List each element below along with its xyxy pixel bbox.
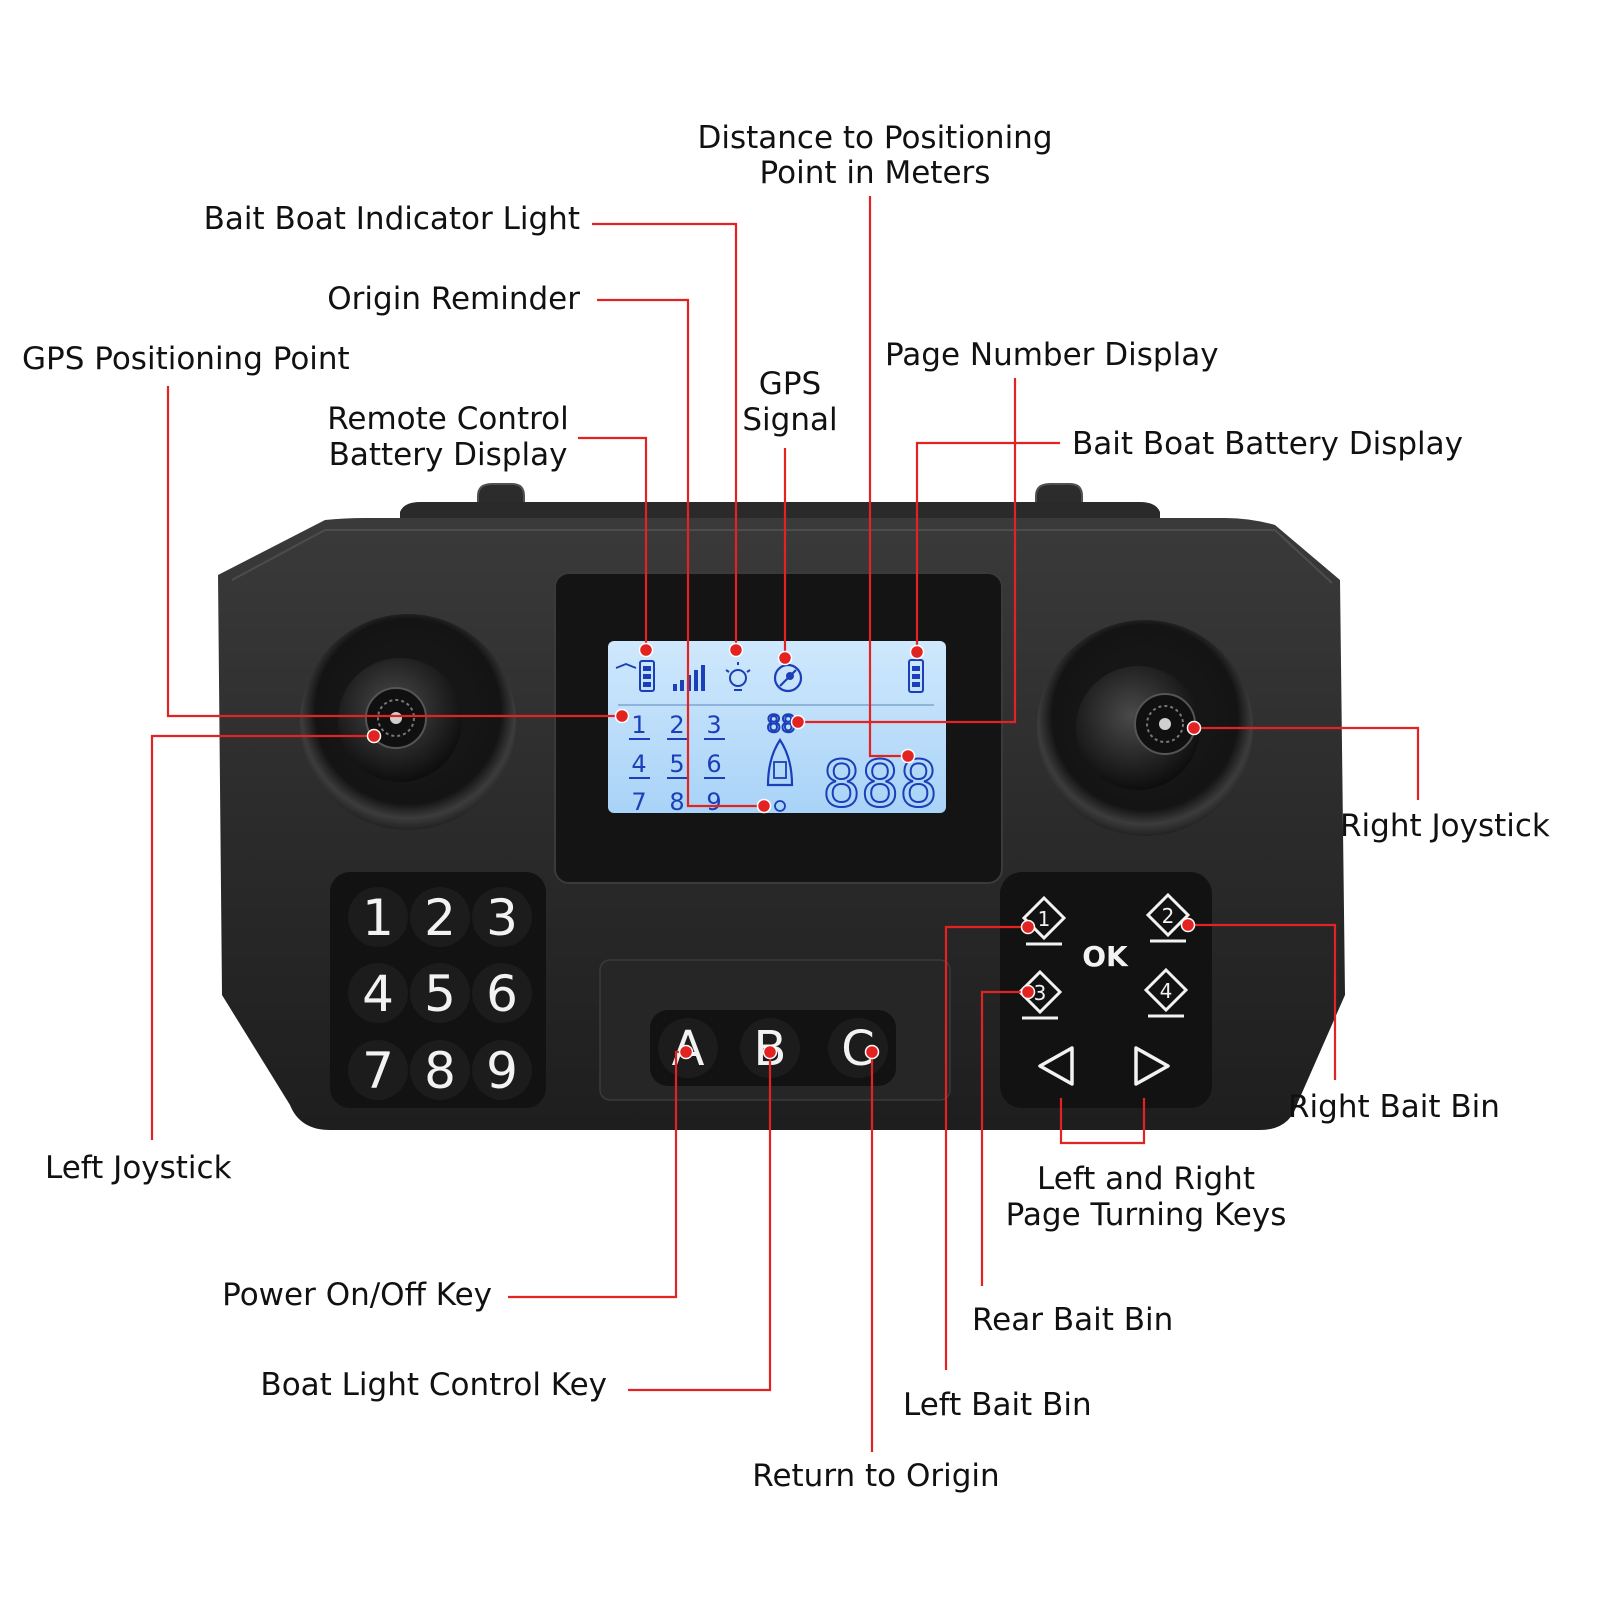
label-distance-line1: Distance to Positioning — [697, 120, 1052, 156]
page-left-key[interactable] — [1038, 1046, 1074, 1086]
label-boat-battery: Bait Boat Battery Display — [1072, 426, 1463, 462]
ok-key[interactable]: OK — [1082, 940, 1129, 973]
key-c-return[interactable]: C — [828, 1018, 888, 1078]
label-right-joystick: Right Joystick — [1340, 808, 1550, 844]
leader-page-keys — [1059, 1098, 1146, 1145]
bait-bin-keypad: 1 2 3 4 OK — [1000, 872, 1212, 1108]
label-rc-battery-line2: Battery Display — [329, 437, 568, 473]
label-bait-boat-indicator: Bait Boat Indicator Light — [204, 201, 580, 237]
svg-text:3: 3 — [486, 889, 518, 947]
keypad-key-2[interactable]: 2 — [410, 887, 470, 947]
svg-text:9: 9 — [486, 1042, 518, 1100]
label-rear-bait-bin: Rear Bait Bin — [972, 1302, 1173, 1338]
leader-left-joystick — [150, 734, 374, 1140]
keypad-key-8[interactable]: 8 — [410, 1040, 470, 1100]
label-gps-signal-line1: GPS — [759, 366, 821, 402]
label-left-joystick: Left Joystick — [45, 1150, 232, 1186]
lcd-point-4: 4 — [631, 750, 646, 778]
label-return-origin: Return to Origin — [752, 1458, 999, 1494]
label-origin-reminder: Origin Reminder — [327, 281, 580, 317]
svg-text:6: 6 — [486, 965, 518, 1023]
leader-distance — [868, 196, 908, 758]
svg-text:3: 3 — [1034, 981, 1047, 1005]
svg-text:7: 7 — [362, 1042, 394, 1100]
keypad-key-9[interactable]: 9 — [472, 1040, 532, 1100]
leader-gps-point — [166, 386, 622, 718]
label-page-turning-line1: Left and Right — [1037, 1161, 1255, 1197]
lcd-point-1: 1 — [631, 711, 646, 739]
lcd-point-9: 9 — [706, 788, 721, 816]
label-gps-signal-line2: Signal — [742, 402, 837, 438]
rc-battery-icon — [615, 660, 655, 692]
label-page-number: Page Number Display — [885, 337, 1219, 373]
keypad-key-6[interactable]: 6 — [472, 963, 532, 1023]
leader-light — [628, 1052, 772, 1392]
leader-boat-battery — [915, 441, 1060, 652]
lcd-point-8: 8 — [669, 788, 684, 816]
left-joystick[interactable] — [300, 614, 516, 830]
label-left-bait-bin: Left Bait Bin — [903, 1387, 1092, 1423]
svg-text:1: 1 — [362, 889, 394, 947]
label-page-turning-line2: Page Turning Keys — [1006, 1197, 1287, 1233]
lcd-point-3: 3 — [706, 711, 721, 739]
svg-text:2: 2 — [1162, 904, 1175, 928]
lcd-screen: 1 2 3 4 5 6 7 8 9 88 888 — [608, 641, 946, 823]
svg-text:2: 2 — [424, 889, 456, 947]
svg-text:8: 8 — [424, 1042, 456, 1100]
leader-indicator — [592, 222, 738, 650]
page-right-key[interactable] — [1134, 1046, 1170, 1086]
svg-text:4: 4 — [1160, 979, 1173, 1003]
leader-right-bin — [1188, 923, 1337, 1080]
label-boat-light: Boat Light Control Key — [260, 1367, 607, 1403]
bait-bin-1-key[interactable]: 1 — [1021, 895, 1067, 946]
svg-text:4: 4 — [362, 965, 394, 1023]
satellite-icon — [773, 663, 803, 693]
keypad-key-3[interactable]: 3 — [472, 887, 532, 947]
keypad-key-4[interactable]: 4 — [348, 963, 408, 1023]
boat-icon — [766, 738, 794, 812]
leader-rear-bin — [980, 990, 1028, 1286]
bait-bin-4-key[interactable]: 4 — [1143, 967, 1189, 1018]
callout-labels: Distance to Positioning Point in Meters … — [22, 120, 1550, 1494]
leader-page-number — [798, 378, 1017, 724]
lcd-point-7: 7 — [631, 788, 646, 816]
leader-origin — [597, 298, 764, 808]
leader-lines — [150, 196, 1420, 1452]
boat-battery-icon — [908, 659, 924, 693]
keypad-key-7[interactable]: 7 — [348, 1040, 408, 1100]
keypad-key-5[interactable]: 5 — [410, 963, 470, 1023]
svg-text:1: 1 — [1038, 907, 1051, 931]
lcd-page-points: 1 2 3 4 5 6 7 8 9 — [629, 711, 725, 816]
right-joystick[interactable] — [1037, 620, 1253, 836]
lcd-point-5: 5 — [669, 750, 684, 778]
svg-text:5: 5 — [424, 965, 456, 1023]
label-distance-line2: Point in Meters — [760, 155, 991, 191]
leader-left-bin — [944, 925, 1028, 1370]
bait-bin-2-key[interactable]: 2 — [1145, 892, 1191, 943]
lcd-point-6: 6 — [706, 750, 721, 778]
leader-right-joystick — [1194, 726, 1420, 800]
label-power: Power On/Off Key — [222, 1277, 492, 1313]
keypad-key-1[interactable]: 1 — [348, 887, 408, 947]
label-rc-battery-line1: Remote Control — [327, 401, 569, 437]
leader-rc-battery — [578, 436, 648, 650]
lcd-distance: 888 — [822, 748, 938, 822]
pointer-dots — [366, 642, 1202, 1060]
label-right-bait-bin: Right Bait Bin — [1288, 1089, 1500, 1125]
lightbulb-icon — [725, 662, 751, 691]
numeric-keypad: 1 2 3 4 5 6 7 8 9 — [330, 872, 546, 1108]
label-gps-point: GPS Positioning Point — [22, 341, 350, 377]
lcd-point-2: 2 — [669, 711, 684, 739]
